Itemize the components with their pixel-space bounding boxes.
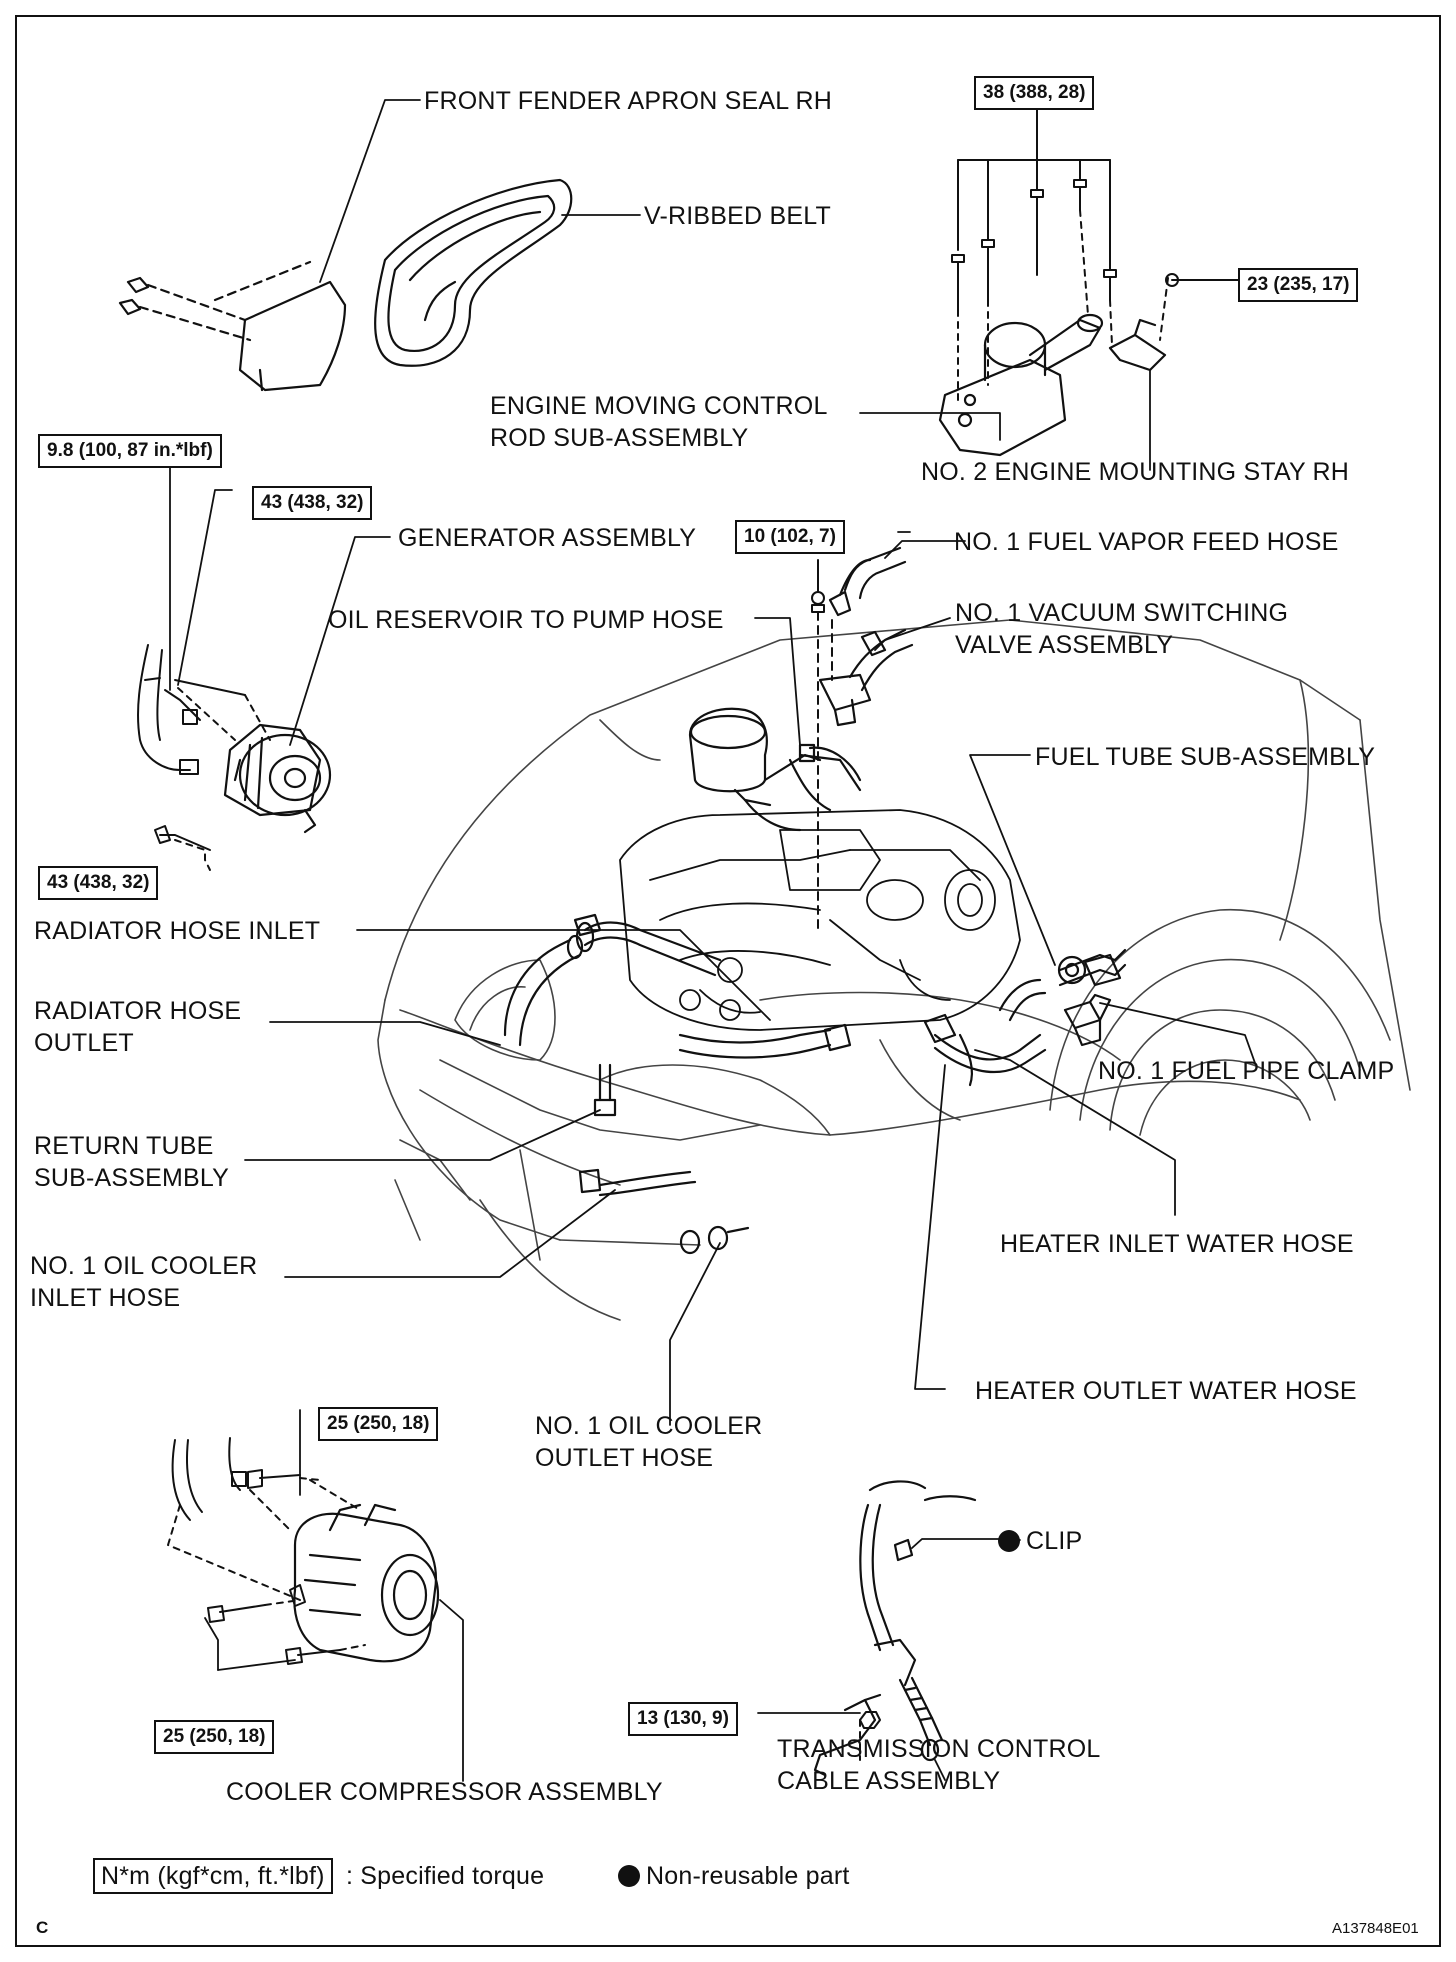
label-generator-assembly: GENERATOR ASSEMBLY <box>398 524 697 552</box>
label-front-fender-apron-seal: FRONT FENDER APRON SEAL RH <box>424 87 833 115</box>
legend-torque-text: : Specified torque <box>346 1862 545 1890</box>
heater-hoses-illustration <box>923 978 1047 1087</box>
oil-reservoir-illustration <box>688 707 862 832</box>
vehicle-outline <box>377 619 1411 1321</box>
torque-generator-terminal-nut: 9.8 (100, 87 in.*lbf) <box>38 434 222 468</box>
label-radiator-hose-inlet: RADIATOR HOSE INLET <box>34 917 321 945</box>
non-reusable-marker <box>998 1530 1020 1552</box>
label-cooler-compressor-assembly: COOLER COMPRESSOR ASSEMBLY <box>226 1778 663 1806</box>
torque-transmission-cable-nut: 13 (130, 9) <box>628 1702 738 1736</box>
label-heater-inlet-water-hose: HEATER INLET WATER HOSE <box>1000 1230 1354 1258</box>
torque-compressor-upper-bolt: 25 (250, 18) <box>318 1407 439 1441</box>
vsv-bolt <box>811 559 833 931</box>
label-engine-moving-control-rod: ENGINE MOVING CONTROL ROD SUB-ASSEMBLY <box>490 392 828 452</box>
non-reusable-marker <box>618 1865 640 1887</box>
oil-cooler-inlet-hose-illustration <box>578 1168 697 1197</box>
label-no2-engine-mounting-stay: NO. 2 ENGINE MOUNTING STAY RH <box>921 458 1350 486</box>
radiator-hose-inlet-illustration <box>573 913 722 977</box>
generator-illustration <box>223 723 332 834</box>
legend-torque-unit-box: N*m (kgf*cm, ft.*lbf) <box>93 1858 333 1894</box>
torque-compressor-lower-bolts: 25 (250, 18) <box>154 1720 275 1754</box>
label-return-tube-sub-assembly: RETURN TUBE SUB-ASSEMBLY <box>34 1132 230 1192</box>
fender-apron-seal-illustration <box>118 260 347 392</box>
torque-generator-upper-bolt: 43 (438, 32) <box>252 486 373 520</box>
label-radiator-hose-outlet: RADIATOR HOSE OUTLET <box>34 997 242 1057</box>
leader-lines <box>169 99 1256 1782</box>
corner-letter: C <box>36 1918 49 1937</box>
label-transmission-control-cable: TRANSMISSION CONTROL CABLE ASSEMBLY <box>777 1735 1101 1795</box>
label-fuel-tube-sub-assembly: FUEL TUBE SUB-ASSEMBLY <box>1035 743 1376 771</box>
torque-control-rod-bolts: 38 (388, 28) <box>974 76 1095 110</box>
radiator-hose-outlet-illustration <box>503 934 852 1059</box>
figure-id: A137848E01 <box>1332 1920 1419 1937</box>
fuel-tube-illustration <box>1057 948 1127 987</box>
transmission-cable-nut <box>859 1711 881 1761</box>
torque-mounting-stay-nut: 23 (235, 17) <box>1238 268 1359 302</box>
transmission-cable-illustration <box>813 1480 977 1777</box>
torque-vsv-bolt: 10 (102, 7) <box>735 520 845 554</box>
return-tube-illustration <box>593 1063 617 1117</box>
control-rod-bolts <box>951 89 1239 401</box>
legend-non-reusable: Non-reusable part <box>618 1860 850 1892</box>
generator-harness <box>137 644 271 871</box>
label-v-ribbed-belt: V-RIBBED BELT <box>644 202 831 230</box>
label-oil-reservoir-to-pump-hose: OIL RESERVOIR TO PUMP HOSE <box>328 606 724 634</box>
control-rod-illustration <box>938 313 1167 457</box>
label-no1-oil-cooler-inlet-hose: NO. 1 OIL COOLER INLET HOSE <box>30 1252 258 1312</box>
label-heater-outlet-water-hose: HEATER OUTLET WATER HOSE <box>975 1377 1357 1405</box>
engine-block <box>619 809 1021 1031</box>
v-ribbed-belt-illustration <box>374 178 573 367</box>
legend-non-reusable-text: Non-reusable part <box>646 1862 850 1890</box>
compressor-illustration <box>293 1503 440 1663</box>
compressor-bolts-and-harness <box>167 1437 366 1665</box>
fuel-vapor-hose-illustration <box>843 546 907 600</box>
torque-generator-lower-bolt: 43 (438, 32) <box>38 866 159 900</box>
label-no1-fuel-vapor-feed-hose: NO. 1 FUEL VAPOR FEED HOSE <box>954 528 1339 556</box>
label-no1-vacuum-switching-valve: NO. 1 VACUUM SWITCHING VALVE ASSEMBLY <box>955 599 1289 659</box>
oil-cooler-outlet-hose-illustration <box>679 1225 750 1255</box>
label-no1-oil-cooler-outlet-hose: NO. 1 OIL COOLER OUTLET HOSE <box>535 1412 763 1472</box>
diagram-frame <box>15 15 1441 1947</box>
fuel-pipe-clamp-illustration <box>1063 993 1112 1047</box>
label-clip: CLIP <box>998 1525 1082 1557</box>
label-clip-text: CLIP <box>1026 1527 1083 1555</box>
label-no1-fuel-pipe-clamp: NO. 1 FUEL PIPE CLAMP <box>1098 1057 1395 1085</box>
vsv-illustration <box>818 558 914 727</box>
